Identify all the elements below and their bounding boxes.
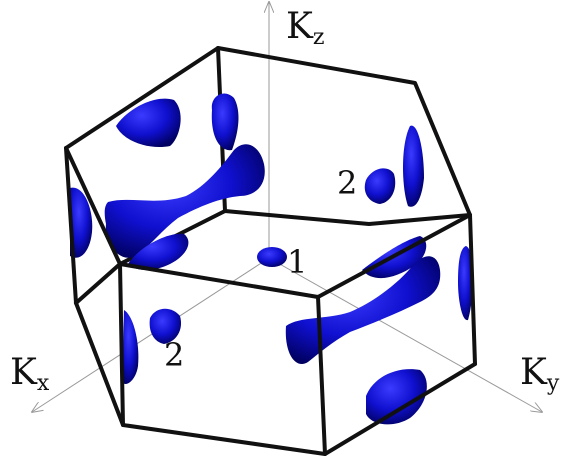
right-small-pocket xyxy=(364,168,396,204)
center-pocket xyxy=(257,247,287,267)
fermi-surface xyxy=(70,93,473,425)
right-tube-pocket xyxy=(285,256,441,365)
top-center-pocket xyxy=(211,93,239,151)
vertical-edge-front-right xyxy=(316,295,327,456)
ky-axis xyxy=(268,257,542,412)
vertical-edge-right xyxy=(468,213,477,366)
kz-axis-label: Kz xyxy=(286,6,325,50)
bottom-right-pocket xyxy=(366,369,427,425)
ky-axis-label: Ky xyxy=(520,352,560,396)
top-left-pocket xyxy=(116,98,181,148)
kx-axis-label: Kx xyxy=(10,352,50,396)
vertical-edge-front-left xyxy=(118,262,125,427)
point-label-2-right: 2 xyxy=(337,164,357,202)
lower-left-inner-pocket xyxy=(128,233,189,270)
front-left-small-pocket xyxy=(149,308,182,344)
right-top-pocket xyxy=(403,125,424,207)
front-left-face-pocket xyxy=(122,310,139,385)
left-tube-pocket xyxy=(104,144,265,258)
left-face-pocket xyxy=(70,187,93,258)
bottom-front-edges xyxy=(74,301,477,456)
vertical-edge-left xyxy=(64,146,78,305)
prism-front-edges xyxy=(64,46,477,456)
point-label-2-left: 2 xyxy=(164,336,184,374)
right-face-pocket xyxy=(458,246,473,321)
point-label-1: 1 xyxy=(287,243,307,281)
